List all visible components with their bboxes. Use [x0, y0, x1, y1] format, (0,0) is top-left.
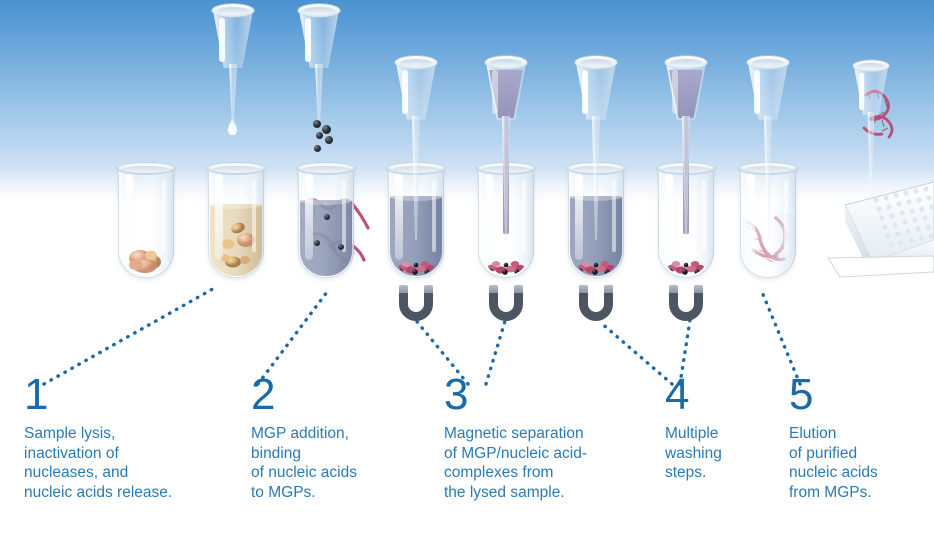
step-2-number: 2	[251, 370, 275, 419]
step-1: 1 Sample lysis, inactivation of nuclease…	[24, 370, 239, 502]
step-3-number: 3	[444, 370, 468, 419]
step-5: 5 Elution of purified nucleic acids from…	[789, 370, 929, 502]
step-1-number: 1	[24, 370, 48, 419]
step-2-caption: MGP addition, binding of nucleic acids t…	[251, 425, 357, 501]
step-4: 4 Multiple washing steps.	[665, 370, 777, 483]
step-4-caption: Multiple washing steps.	[665, 425, 722, 481]
step-1-caption: Sample lysis, inactivation of nucleases,…	[24, 425, 173, 501]
step-5-caption: Elution of purified nucleic acids from M…	[789, 425, 878, 501]
step-2: 2 MGP addition, binding of nucleic acids…	[251, 370, 436, 502]
step-4-number: 4	[665, 370, 689, 419]
step-5-number: 5	[789, 370, 813, 419]
step-3: 3 Magnetic separation of MGP/nucleic aci…	[444, 370, 656, 502]
step-3-caption: Magnetic separation of MGP/nucleic acid-…	[444, 425, 587, 501]
